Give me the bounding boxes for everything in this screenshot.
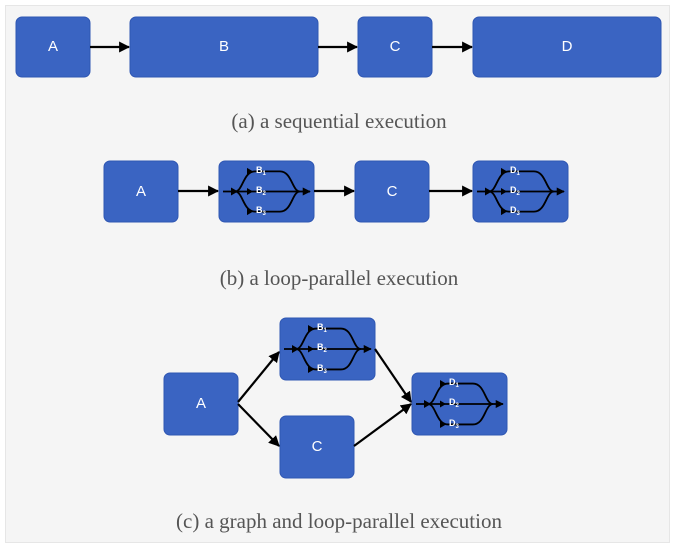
node-b-A-label: A xyxy=(136,183,146,200)
node-c-B1-label: B1 xyxy=(317,322,328,333)
arrow-c-C-D xyxy=(353,403,412,447)
lane-arrowhead xyxy=(247,167,253,175)
node-c-B2-label: B2 xyxy=(317,342,328,353)
parallel-branch xyxy=(427,403,494,426)
node-c-C-label: C xyxy=(312,438,323,455)
parallel-branch xyxy=(488,170,555,193)
lane-arrowhead xyxy=(247,208,253,216)
node-c-C xyxy=(279,415,355,479)
node-b-D2-label: D2 xyxy=(510,185,521,196)
lane-arrowhead xyxy=(440,400,446,408)
parallel-branch xyxy=(234,170,301,193)
parallel-branch xyxy=(427,382,494,405)
fan-c-D xyxy=(416,380,504,428)
lane-arrowhead xyxy=(308,365,314,373)
lane-arrowhead xyxy=(308,345,314,353)
node-b-B3-label: B3 xyxy=(256,205,267,216)
lane-arrowhead xyxy=(501,167,507,175)
node-b-C-label: C xyxy=(387,183,398,200)
lane-arrowhead xyxy=(501,208,507,216)
node-c-D3-label: D3 xyxy=(449,418,460,429)
node-c-D2-label: D2 xyxy=(449,397,460,408)
parallel-branch xyxy=(234,190,301,213)
arrow-c-A-C xyxy=(237,403,280,447)
parallel-branch xyxy=(488,190,555,213)
node-a-C-label: C xyxy=(390,38,401,55)
node-a-D-label: D xyxy=(562,38,573,55)
lane-arrowhead xyxy=(440,380,446,388)
node-a-B-label: B xyxy=(219,38,229,55)
node-b-D1-label: D1 xyxy=(510,165,521,176)
node-b-B1-label: B1 xyxy=(256,165,267,176)
node-a-A-label: A xyxy=(48,38,58,55)
lane-arrowhead xyxy=(440,420,446,428)
fork-arrowhead xyxy=(292,345,299,353)
fan-b-B xyxy=(223,167,311,216)
fan-c-B xyxy=(284,325,372,373)
arrow-c-A-B xyxy=(237,351,280,403)
lane-arrowhead xyxy=(308,325,314,333)
fork-arrowhead xyxy=(424,400,431,408)
node-c-D1-label: D1 xyxy=(449,377,460,388)
caption-a: (a) a sequential execution xyxy=(231,109,447,133)
node-c-A-label: A xyxy=(196,395,206,412)
arrow-c-B-D xyxy=(374,348,412,403)
node-b-B2-label: B2 xyxy=(256,185,267,196)
lane-arrowhead xyxy=(247,188,253,195)
parallel-branch xyxy=(295,327,362,350)
caption-b: (b) a loop-parallel execution xyxy=(220,266,459,290)
parallel-branch xyxy=(295,348,362,371)
panel-a-sequential: A B C D (a) a sequential execution xyxy=(15,16,662,133)
panel-c-graph-loop-parallel: A B1 B2 B3 C D1 D2 D3 (c) a graph and lo… xyxy=(163,317,508,533)
caption-c: (c) a graph and loop-parallel execution xyxy=(176,509,502,533)
fork-arrowhead xyxy=(231,187,238,196)
fork-arrowhead xyxy=(485,187,492,196)
panel-b-loop-parallel: A B1 B2 B3 C D1 D2 D3 (b) a loop-paralle… xyxy=(103,160,569,290)
node-c-B3-label: B3 xyxy=(317,363,328,374)
lane-arrowhead xyxy=(501,188,507,195)
fan-b-D xyxy=(477,167,565,216)
node-b-D3-label: D3 xyxy=(510,205,521,216)
